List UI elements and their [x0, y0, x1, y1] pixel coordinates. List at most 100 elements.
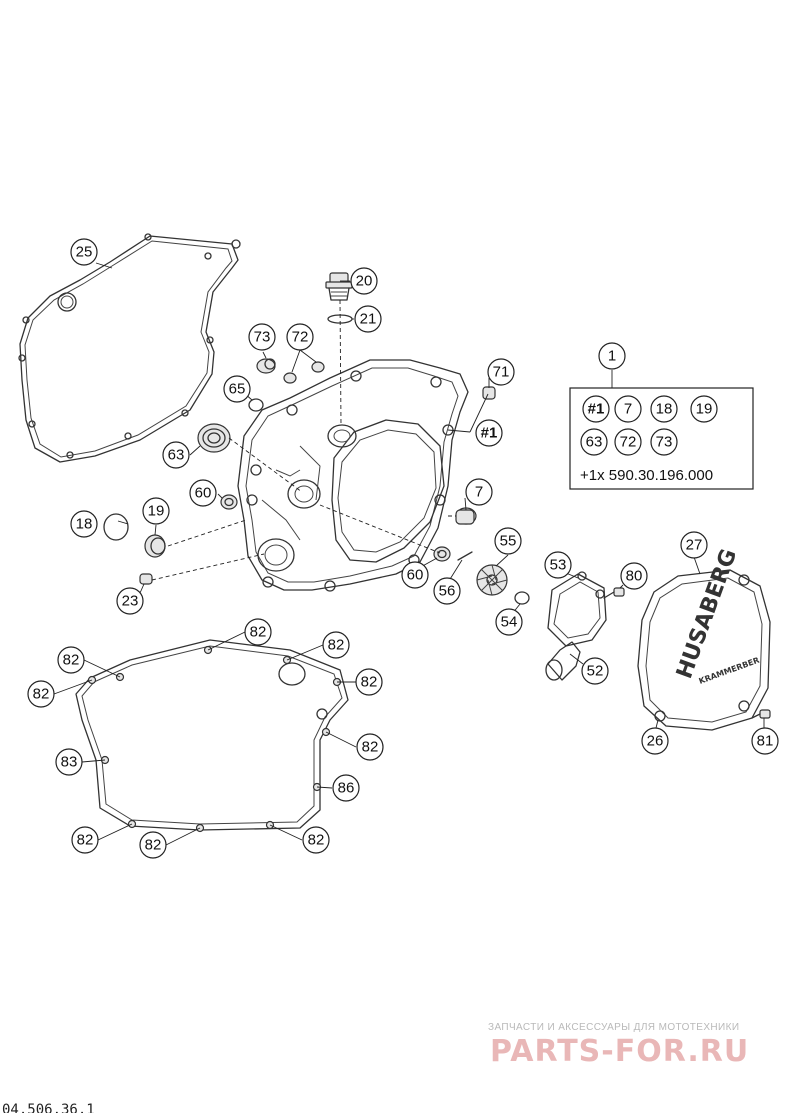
callout-81: 81: [751, 727, 779, 755]
callout-54: 54: [495, 608, 523, 636]
screw-80: [603, 587, 625, 599]
svg-text:65: 65: [229, 381, 246, 398]
screw-81: [751, 709, 771, 719]
callout-ref-1: #1: [475, 419, 503, 447]
callout-82-d: 82: [27, 680, 55, 708]
cover-brand-text: HUSABERG: [672, 546, 742, 682]
callout-86: 86: [332, 774, 360, 802]
leader-lines: [53, 262, 765, 846]
callout-26: 26: [641, 727, 669, 755]
dowel-23: [139, 573, 153, 585]
svg-text:81: 81: [757, 733, 774, 750]
svg-text:23: 23: [122, 593, 139, 610]
shaft-seal-60-left: [220, 494, 238, 510]
callout-80: 80: [620, 562, 648, 590]
callout-27: 27: [680, 531, 708, 559]
svg-text:1: 1: [608, 348, 616, 365]
needle-bush-7: [455, 507, 477, 525]
callout-82-a: 82: [244, 618, 272, 646]
callout-56: 56: [433, 577, 461, 605]
svg-text:54: 54: [501, 614, 518, 631]
svg-text:52: 52: [587, 663, 604, 680]
svg-text:#1: #1: [481, 425, 498, 442]
svg-text:21: 21: [360, 311, 377, 328]
kit-item-5: 63: [586, 434, 603, 451]
seal-ring-54: [514, 591, 530, 605]
callout-20: 20: [350, 267, 378, 295]
svg-text:18: 18: [76, 516, 93, 533]
callout-60-right: 60: [401, 561, 429, 589]
screw-plug-19: [144, 534, 166, 558]
svg-text:82: 82: [63, 652, 80, 669]
callout-53: 53: [544, 551, 572, 579]
svg-text:82: 82: [361, 674, 378, 691]
callout-65: 65: [223, 375, 251, 403]
shaft-seal-60-right: [433, 546, 451, 562]
kit-item-6: 72: [620, 434, 637, 451]
gasket-83: [75, 639, 349, 833]
svg-text:80: 80: [626, 568, 643, 585]
circlip-18: [103, 513, 129, 541]
svg-text:73: 73: [254, 329, 271, 346]
callout-1: 1: [598, 342, 626, 370]
callout-72: 72: [286, 323, 314, 351]
pin-56: [457, 551, 473, 561]
callout-60-left: 60: [189, 479, 217, 507]
svg-text:82: 82: [145, 837, 162, 854]
callout-21: 21: [354, 305, 382, 333]
svg-text:63: 63: [168, 447, 185, 464]
callout-82-e: 82: [355, 668, 383, 696]
kit-item-7: 73: [656, 434, 673, 451]
svg-text:53: 53: [550, 557, 567, 574]
callout-18: 18: [70, 510, 98, 538]
footer-diagram-code: 04.506.36.1: [2, 1102, 95, 1113]
kit-extra-part: +1x 590.30.196.000: [580, 467, 713, 484]
bearing-63: [197, 423, 231, 453]
callout-82-c: 82: [57, 646, 85, 674]
callout-63: 63: [162, 441, 190, 469]
svg-text:72: 72: [292, 329, 309, 346]
svg-text:25: 25: [76, 244, 93, 261]
svg-text:86: 86: [338, 780, 355, 797]
svg-text:82: 82: [308, 832, 325, 849]
kit-item-4: 19: [696, 401, 713, 418]
clutch-cover: [237, 359, 469, 592]
cover-sub-text: KRAMMERBER: [698, 656, 761, 686]
svg-text:71: 71: [493, 364, 510, 381]
svg-text:7: 7: [475, 484, 483, 501]
kit-item-2: 7: [624, 401, 632, 418]
callout-83: 83: [55, 748, 83, 776]
oil-plug-20: [325, 272, 353, 301]
water-pump-impeller-55: [476, 564, 508, 596]
svg-text:19: 19: [148, 503, 165, 520]
callout-82-h: 82: [139, 831, 167, 859]
svg-text:60: 60: [407, 567, 424, 584]
callout-19: 19: [142, 497, 170, 525]
o-ring-65: [248, 398, 264, 412]
svg-text:26: 26: [647, 733, 664, 750]
kit-item-3: 18: [656, 401, 673, 418]
callout-73: 73: [248, 323, 276, 351]
callout-71: 71: [487, 358, 515, 386]
svg-text:82: 82: [33, 686, 50, 703]
callouts: 1 25 20 21 73 72 71 65 #1 63 60 7 18 19 …: [27, 238, 779, 859]
callout-52: 52: [581, 657, 609, 685]
callout-82-f: 82: [356, 733, 384, 761]
svg-text:27: 27: [686, 537, 703, 554]
callout-25: 25: [70, 238, 98, 266]
svg-text:82: 82: [328, 637, 345, 654]
callout-82-b: 82: [322, 631, 350, 659]
callout-82-i: 82: [302, 826, 330, 854]
svg-text:60: 60: [195, 485, 212, 502]
ignition-cover-27: HUSABERG KRAMMERBER: [637, 546, 771, 731]
footer-brand-logo: PARTS-FOR.RU: [490, 1034, 749, 1069]
svg-text:83: 83: [61, 754, 78, 771]
callout-23: 23: [116, 587, 144, 615]
svg-text:82: 82: [362, 739, 379, 756]
svg-text:56: 56: [439, 583, 456, 600]
callout-82-g: 82: [71, 826, 99, 854]
footer: ЗАПЧАСТИ И АКСЕССУАРЫ ДЛЯ МОТОТЕХНИКИ PA…: [2, 1022, 749, 1113]
footer-tagline: ЗАПЧАСТИ И АКСЕССУАРЫ ДЛЯ МОТОТЕХНИКИ: [488, 1022, 739, 1033]
repair-kit-box: #1 7 18 19 63 72 73 +1x 590.30.196.000: [569, 387, 754, 490]
